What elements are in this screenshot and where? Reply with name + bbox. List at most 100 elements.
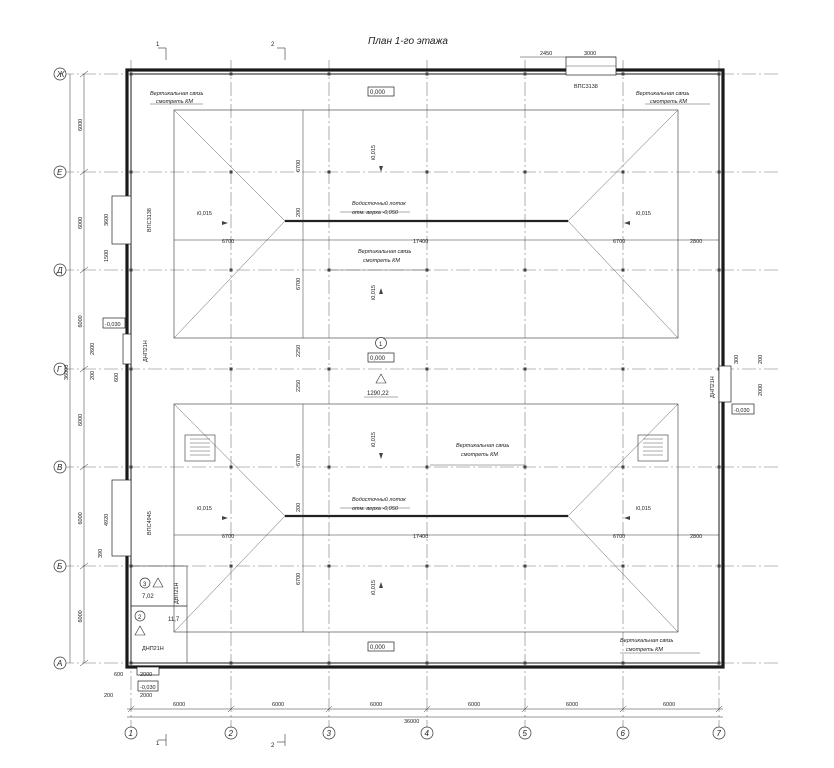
svg-text:6700: 6700 [296, 573, 302, 585]
door-right: ДНП21Н -0,030 300 200 2000 [710, 355, 764, 415]
svg-text:0,000: 0,000 [370, 645, 386, 651]
column [717, 661, 721, 665]
dim-label-bay: 6000 [370, 702, 382, 708]
dim-tick [79, 463, 89, 471]
svg-text:300: 300 [734, 355, 740, 364]
dim-label-bay: 6000 [663, 702, 675, 708]
svg-text:ДНП21Н: ДНП21Н [710, 376, 716, 398]
svg-text:1: 1 [379, 342, 383, 348]
svg-text:Вертикальная связь: Вертикальная связь [456, 443, 510, 449]
bracing-note-center-upper: Вертикальная связь смотреть КМ [330, 249, 430, 271]
svg-text:0,000: 0,000 [370, 90, 386, 96]
section-mark-2-bottom: 2 [271, 734, 286, 749]
svg-text:i0,015: i0,015 [636, 211, 651, 217]
svg-text:200: 200 [90, 371, 96, 380]
svg-text:ДНП21Н: ДНП21Н [142, 646, 164, 652]
svg-text:Вертикальная связь: Вертикальная связь [636, 91, 690, 97]
entry-bottom: -0,030 600 2000 200 2000 [104, 666, 160, 699]
svg-text:смотреть КМ: смотреть КМ [626, 647, 663, 653]
column [523, 564, 527, 568]
axis-bubble-num-2 [224, 726, 238, 740]
column [229, 268, 233, 272]
door-left: -0,030 ДНП21Н 2600 200 600 [90, 317, 149, 382]
svg-text:2250: 2250 [296, 380, 302, 392]
axis-bubble-num-3 [322, 726, 336, 740]
slope-arrow-icon [222, 516, 228, 520]
column [129, 268, 133, 272]
svg-text:2000: 2000 [758, 384, 764, 396]
plan-title: План 1-го этажа [368, 36, 448, 47]
column [229, 72, 233, 76]
svg-text:ВПС3138: ВПС3138 [574, 84, 598, 90]
section-mark-1-bottom: 1 [156, 734, 167, 747]
axis-label-letter: А [56, 659, 62, 668]
column [327, 661, 331, 665]
column [425, 465, 429, 469]
svg-text:смотреть КМ: смотреть КМ [156, 99, 193, 105]
gutter-note-lower: Водосточный лоток отм. верха -0,050 [340, 496, 410, 512]
dim-tick [619, 705, 627, 713]
svg-text:6700: 6700 [222, 534, 234, 540]
roof-slope-upper [173, 109, 679, 339]
column [523, 367, 527, 371]
slope-arrow-icon [222, 221, 228, 225]
svg-text:Вертикальная связь: Вертикальная связь [358, 249, 412, 255]
svg-text:смотреть КМ: смотреть КМ [363, 258, 400, 264]
column [425, 661, 429, 665]
column [327, 367, 331, 371]
svg-text:ДВП21Н: ДВП21Н [174, 583, 180, 604]
dim-tick [79, 365, 89, 373]
svg-text:2250: 2250 [296, 345, 302, 357]
axis-bubble-num-5 [518, 726, 532, 740]
svg-text:11,7: 11,7 [168, 617, 180, 623]
svg-text:2: 2 [138, 615, 142, 621]
columns [129, 72, 721, 665]
svg-text:2: 2 [271, 743, 275, 749]
dim-tick [325, 705, 333, 713]
svg-text:4920: 4920 [104, 514, 110, 526]
svg-text:3000: 3000 [584, 51, 596, 57]
svg-text:i0,015: i0,015 [197, 211, 212, 217]
dim-label-bay: 6000 [78, 217, 84, 229]
svg-text:ВПС3138: ВПС3138 [147, 208, 153, 232]
axis-label-number: 4 [425, 729, 430, 738]
column [523, 268, 527, 272]
dim-label-bay: 6000 [78, 414, 84, 426]
svg-text:i0,015: i0,015 [636, 506, 651, 512]
column [229, 465, 233, 469]
column [129, 72, 133, 76]
column [621, 661, 625, 665]
svg-text:i0,015: i0,015 [371, 432, 377, 447]
inner-dimensions: 6700 17400 6700 2800 6700 17400 6700 280… [174, 110, 719, 632]
axis-bubble-3 [53, 263, 67, 277]
svg-text:i0,015: i0,015 [197, 506, 212, 512]
column [621, 564, 625, 568]
section-mark-2-top: 2 [271, 42, 286, 60]
dim-tick [79, 266, 89, 274]
section-mark-1-top: 1 [156, 42, 167, 60]
column [717, 268, 721, 272]
svg-text:2: 2 [271, 42, 275, 48]
dim-tick [79, 70, 89, 78]
svg-text:1500: 1500 [104, 250, 110, 262]
column [621, 367, 625, 371]
axis-label-number: 1 [129, 729, 133, 738]
dim-tick [79, 168, 89, 176]
inner-wall-line [130, 73, 720, 664]
svg-text:-0,030: -0,030 [105, 322, 121, 328]
column [327, 465, 331, 469]
axis-bubble-4 [53, 362, 67, 376]
dim-label-bay: 6000 [78, 119, 84, 131]
svg-text:отм. верха -0,050: отм. верха -0,050 [352, 506, 399, 512]
gate-top: 2450 3000 ВПС3138 [520, 51, 617, 90]
axis-label-letter: Ж [56, 70, 65, 79]
svg-text:7,02: 7,02 [142, 594, 154, 600]
dim-tick [715, 705, 723, 713]
column [129, 367, 133, 371]
svg-text:1: 1 [156, 42, 160, 48]
axis-bubble-2 [53, 165, 67, 179]
svg-text:2000: 2000 [140, 693, 152, 699]
column [425, 564, 429, 568]
